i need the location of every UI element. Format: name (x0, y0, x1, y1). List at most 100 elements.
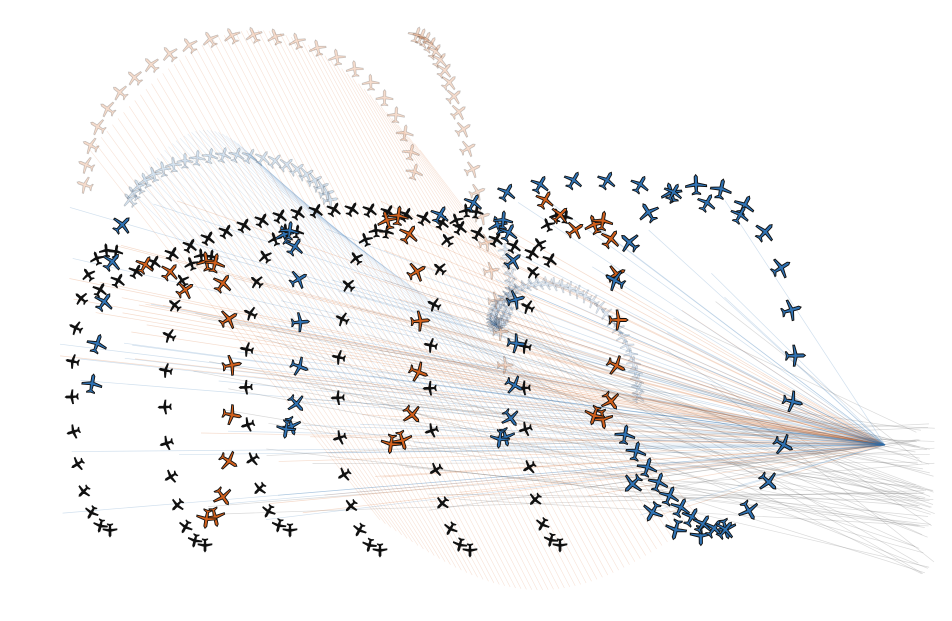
ray-line (397, 124, 679, 535)
ray-line (279, 33, 565, 589)
ray-line (270, 323, 886, 446)
ray-line (426, 319, 935, 515)
ray-line (207, 41, 495, 584)
ray-line (251, 29, 538, 591)
ray-line (668, 428, 925, 494)
ray-line (183, 135, 428, 402)
ray-line (428, 438, 919, 511)
airplane-icon (633, 197, 664, 227)
ray-line (274, 31, 560, 589)
airplane-icon (73, 481, 94, 502)
ray-line (179, 137, 421, 401)
ray-line (156, 157, 375, 391)
ray-line (140, 94, 430, 553)
airplane-icon (238, 415, 257, 434)
ray-line (490, 337, 886, 446)
ray-line (694, 420, 886, 446)
ray-line (122, 312, 886, 446)
ray-line (117, 245, 886, 446)
ray-line (173, 63, 462, 571)
ray-line (683, 414, 886, 446)
ray-line (382, 444, 886, 478)
ray-line (228, 388, 918, 521)
ray-line (241, 146, 544, 425)
ray-line (206, 129, 475, 411)
ray-line (724, 200, 886, 446)
ray-line (520, 373, 922, 575)
ray-line (184, 55, 473, 576)
ray-line (587, 440, 916, 488)
ray-line (307, 44, 592, 582)
ray-line (386, 112, 668, 543)
ray-line (732, 444, 886, 481)
ray-line (361, 396, 926, 574)
ray-line (667, 332, 886, 446)
ray-line (256, 335, 916, 547)
ray-line (409, 362, 931, 515)
ray-line (537, 425, 886, 446)
ray-line (412, 301, 931, 497)
ray-line (229, 137, 521, 421)
airplane-icon (157, 361, 174, 379)
ray-line (223, 34, 511, 588)
ray-line (190, 51, 478, 578)
faded-airplane-icon (177, 33, 202, 58)
ray-line (69, 207, 886, 446)
ray-line (268, 30, 554, 590)
airplane-icon (66, 318, 86, 338)
faded-airplane-icon (361, 73, 380, 92)
ray-line (128, 106, 419, 546)
ray-line (266, 423, 929, 456)
ray-line (408, 137, 690, 528)
ray-line (606, 281, 886, 446)
airplane-icon (249, 478, 270, 499)
ray-line (458, 268, 886, 446)
airplane-icon (778, 296, 805, 324)
ray-line (737, 444, 886, 487)
ray-line (617, 308, 886, 446)
airplane-icon (84, 330, 111, 357)
ray-line (324, 444, 886, 496)
ray-line (410, 318, 920, 549)
airplane-icon (493, 179, 521, 206)
faded-airplane-icon (386, 105, 406, 124)
airplane-icon (67, 454, 88, 474)
airplane-icon (274, 418, 298, 441)
ray-line (95, 312, 886, 446)
ray-line (257, 29, 543, 591)
ray-line (653, 439, 886, 446)
ray-line (212, 39, 500, 585)
ray-line (235, 31, 522, 589)
ray-line (218, 132, 498, 416)
ray-line (391, 118, 674, 539)
ray-line (62, 444, 886, 514)
ray-line (179, 444, 886, 456)
ray-line (592, 266, 886, 446)
ray-line (301, 424, 886, 446)
airplane-icon (560, 167, 587, 194)
ray-line (451, 444, 886, 462)
ray-line (413, 442, 886, 446)
ray-line (593, 373, 934, 493)
ray-line (678, 412, 886, 446)
ray-line (507, 328, 930, 465)
ray-line (552, 204, 886, 446)
ray-line (362, 414, 886, 446)
ray-line (582, 444, 886, 479)
ray-line (168, 68, 457, 568)
airplane-icon (254, 246, 275, 267)
ray-line (120, 244, 886, 446)
ray-line (449, 381, 886, 446)
airplane-icon (175, 517, 196, 537)
airplane-icon (108, 210, 137, 239)
ray-line (218, 36, 506, 586)
ray-line (721, 492, 924, 496)
ray-line (403, 229, 886, 446)
airplane-icon (356, 230, 375, 249)
ray-line (364, 333, 931, 508)
ray-line (225, 135, 513, 419)
ray-line (724, 296, 886, 446)
airplane-icon (64, 352, 81, 370)
ray-line (379, 350, 921, 431)
